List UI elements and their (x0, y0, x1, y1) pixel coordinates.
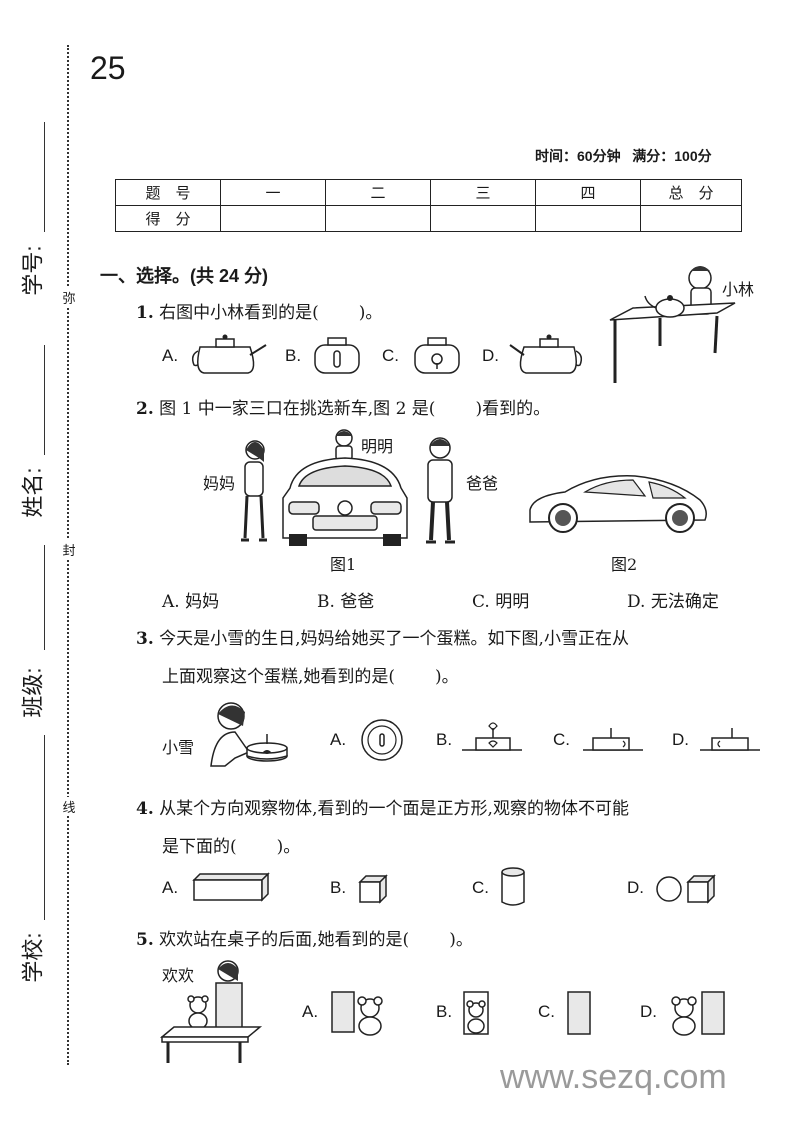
score-table-header-row: 题 号 一 二 三 四 总 分 (115, 179, 742, 206)
score-cell: 四 (535, 179, 641, 206)
teapot-back-view-c (414, 337, 460, 374)
q5-option-c[interactable]: C. (538, 1002, 555, 1021)
q3-text-line1: 3. 今天是小雪的生日,妈妈给她买了一个蛋糕。如下图,小雪正在从 (136, 629, 629, 649)
q3-option-b[interactable]: B. (436, 730, 453, 749)
girl-cake-illustration (210, 702, 288, 767)
score-entry-cell[interactable] (220, 205, 326, 232)
q3-text-line2: 上面观察这个蛋糕,她看到的是()。 (162, 667, 459, 687)
q4-text-line2: 是下面的()。 (162, 837, 301, 857)
student-id-line (44, 122, 45, 232)
name-line (44, 345, 45, 455)
q2-text: 2. 图 1 中一家三口在挑选新车,图 2 是()看到的。 (136, 399, 551, 419)
view-box-only-c (567, 991, 591, 1035)
q4-option-c[interactable]: C. (472, 878, 489, 897)
cuboid-shape (192, 872, 270, 902)
huanhuan-label: 欢欢 (162, 966, 195, 985)
score-cell: 总 分 (640, 179, 742, 206)
dad-label: 爸爸 (466, 474, 499, 493)
mingming-label: 明明 (361, 437, 394, 456)
watermark: www.sezq.com (500, 1058, 727, 1096)
q1-option-a[interactable]: A. (162, 346, 179, 365)
xiaoxue-label: 小雪 (162, 738, 195, 757)
q3-option-c[interactable]: C. (553, 730, 570, 749)
score-entry-cell[interactable] (325, 205, 431, 232)
seal-mark-mi: 弥 (60, 288, 78, 307)
school-line (44, 735, 45, 920)
score-entry-cell[interactable] (640, 205, 742, 232)
teapot-side-view-a (191, 334, 267, 374)
xiaolin-label: 小林 (722, 280, 755, 299)
q1-option-c[interactable]: C. (382, 346, 399, 365)
cake-side-view-c (583, 728, 643, 751)
seal-mark-feng: 封 (60, 540, 78, 559)
time-score-info: 时间：60分钟 满分：100分 (535, 148, 712, 164)
student-id-label: 学号: (20, 245, 46, 296)
car-side-view (529, 475, 707, 533)
figure2-caption: 图2 (611, 555, 638, 574)
q4-option-d[interactable]: D. (627, 878, 644, 897)
name-label: 姓名: (20, 467, 46, 518)
teapot-front-view-b (314, 337, 360, 374)
q3-option-d[interactable]: D. (672, 730, 689, 749)
seal-mark-xian: 线 (60, 797, 78, 816)
cube-shape (358, 874, 388, 904)
q5-option-b[interactable]: B. (436, 1002, 453, 1021)
q4-text-line1: 4. 从某个方向观察物体,看到的一个面是正方形,观察的物体不可能 (136, 799, 629, 819)
score-cell: 题 号 (115, 179, 221, 206)
table-bear-box-illustration (159, 960, 263, 1063)
figure1-caption: 图1 (330, 555, 357, 574)
school-label: 学校: (20, 932, 46, 983)
family-car-illustration (241, 429, 455, 546)
teapot-side-view-d (509, 334, 583, 374)
q1-option-b[interactable]: B. (285, 346, 302, 365)
q5-option-a[interactable]: A. (302, 1002, 319, 1021)
class-label: 班级: (20, 667, 46, 718)
score-table-score-row: 得 分 (115, 205, 742, 232)
q2-option-b[interactable]: B. 爸爸 (317, 592, 375, 612)
view-box-bear-a (331, 991, 383, 1036)
score-cell: 得 分 (115, 205, 221, 232)
q1-text: 1. 右图中小林看到的是()。 (136, 303, 383, 323)
cake-side-view-d (700, 728, 760, 751)
q4-option-b[interactable]: B. (330, 878, 347, 897)
view-bear-in-box-b (463, 991, 489, 1035)
q5-text: 5. 欢欢站在桌子的后面,她看到的是()。 (136, 930, 473, 950)
q2-option-c[interactable]: C. 明明 (472, 592, 530, 612)
cake-front-view-b (462, 722, 522, 751)
score-entry-cell[interactable] (430, 205, 536, 232)
score-cell: 三 (430, 179, 536, 206)
class-line (44, 545, 45, 650)
view-bear-box-d (671, 991, 725, 1036)
q3-option-a[interactable]: A. (330, 730, 347, 749)
score-entry-cell[interactable] (535, 205, 641, 232)
score-cell: 一 (220, 179, 326, 206)
section-title: 一、选择。(共 24 分) (100, 266, 269, 286)
cake-top-view-a (361, 719, 403, 761)
score-table: 题 号 一 二 三 四 总 分 得 分 (115, 179, 742, 232)
q5-option-d[interactable]: D. (640, 1002, 657, 1021)
score-cell: 二 (325, 179, 431, 206)
table-teapot-illustration (609, 266, 736, 383)
page-number: 25 (90, 50, 126, 86)
mom-label: 妈妈 (203, 474, 236, 493)
cylinder-shape (501, 867, 525, 906)
q4-option-a[interactable]: A. (162, 878, 179, 897)
q1-option-d[interactable]: D. (482, 346, 499, 365)
q2-option-a[interactable]: A. 妈妈 (162, 592, 220, 612)
q2-option-d[interactable]: D. 无法确定 (627, 592, 719, 612)
sphere-and-cube-shapes (656, 874, 716, 904)
